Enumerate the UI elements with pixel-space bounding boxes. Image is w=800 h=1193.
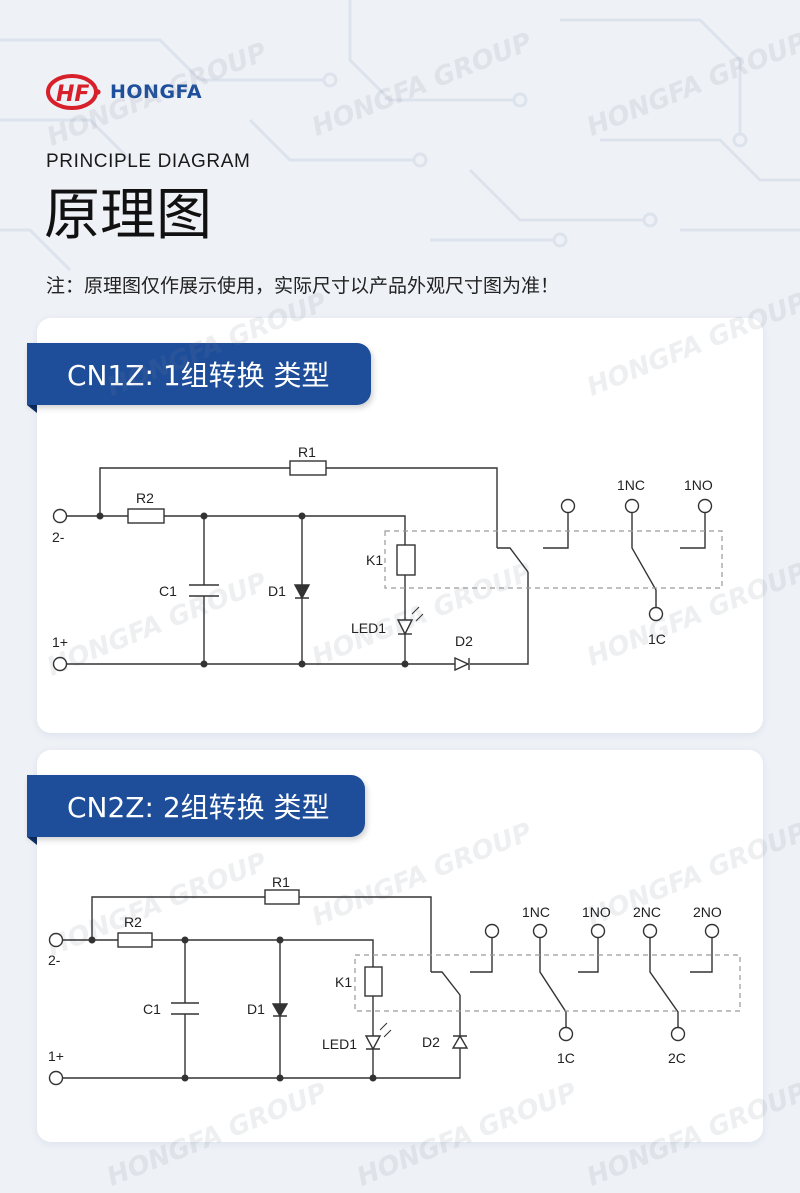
labels-cn2z: R1 R2 2- 1+ C1 D1 K1 LED1 D2 1NC 1NO 2NC… (48, 874, 722, 1066)
hongfa-logo: HF HONGFA (46, 74, 202, 110)
label-1c: 1C (648, 631, 666, 647)
resistor-r2 (117, 932, 153, 948)
terminal-2no (704, 923, 720, 939)
label-led1: LED1 (322, 1036, 357, 1052)
terminal-pos (52, 656, 68, 672)
labels-cn1z: R1 R2 2- 1+ C1 D1 K1 LED1 D2 1NC 1NO 1C (52, 444, 713, 650)
label-2c: 2C (668, 1050, 686, 1066)
terminal-1no (697, 498, 713, 514)
terminal-2nc (642, 923, 658, 939)
chinese-title: 原理图 (44, 183, 212, 248)
terminal-pos (48, 1070, 64, 1086)
terminal-contact (484, 923, 500, 939)
label-k1: K1 (366, 552, 383, 568)
label-k1: K1 (335, 974, 352, 990)
schematic-cn2z (63, 889, 741, 1079)
label-1no: 1NO (582, 904, 611, 920)
terminal-1no (590, 923, 606, 939)
label-1nc: 1NC (617, 477, 645, 493)
relay-coil-k1 (396, 544, 416, 576)
resistor-r1 (289, 460, 327, 476)
label-led1: LED1 (351, 620, 386, 636)
label-neg: 2- (52, 529, 65, 545)
terminal-1c (558, 1026, 574, 1042)
terminal-neg (52, 508, 68, 524)
terminal-2c (670, 1026, 686, 1042)
diagram-title-cn2z: CN2Z: 2组转换 类型 (27, 775, 365, 837)
note-text: 注：原理图仅作展示使用，实际尺寸以产品外观尺寸图为准！ (46, 275, 560, 297)
label-r2: R2 (136, 490, 154, 506)
label-neg: 2- (48, 952, 61, 968)
label-1nc: 1NC (522, 904, 550, 920)
label-c1: C1 (159, 583, 177, 599)
label-2no: 2NO (693, 904, 722, 920)
resistor-r1 (264, 889, 300, 905)
terminal-1nc (624, 498, 640, 514)
label-1c: 1C (557, 1050, 575, 1066)
terminal-neg (48, 932, 64, 948)
schematic-cn1z (67, 460, 723, 672)
label-d1: D1 (268, 583, 286, 599)
label-r2: R2 (124, 914, 142, 930)
relay-dashed-box (384, 530, 723, 589)
hf-logo-icon: HF (46, 74, 101, 110)
english-title: PRINCIPLE DIAGRAM (46, 151, 251, 172)
diagram-title-cn1z: CN1Z: 1组转换 类型 (27, 343, 371, 405)
label-pos: 1+ (48, 1048, 64, 1064)
label-d2: D2 (455, 633, 473, 649)
terminal-1c (648, 606, 664, 622)
label-pos: 1+ (52, 634, 68, 650)
label-1no: 1NO (684, 477, 713, 493)
label-d2: D2 (422, 1034, 440, 1050)
label-r1: R1 (298, 444, 316, 460)
logo-mark-text: HF (56, 82, 89, 107)
ribbon-fold (27, 405, 37, 413)
terminal-contact (560, 498, 576, 514)
logo-text: HONGFA (110, 81, 203, 103)
label-d1: D1 (247, 1001, 265, 1017)
label-c1: C1 (143, 1001, 161, 1017)
terminal-1nc (532, 923, 548, 939)
ribbon-fold (27, 837, 37, 845)
resistor-r2 (127, 508, 165, 524)
relay-coil-k1 (364, 966, 383, 997)
label-2nc: 2NC (633, 904, 661, 920)
relay-dashed-box (354, 954, 741, 1012)
label-r1: R1 (272, 874, 290, 890)
